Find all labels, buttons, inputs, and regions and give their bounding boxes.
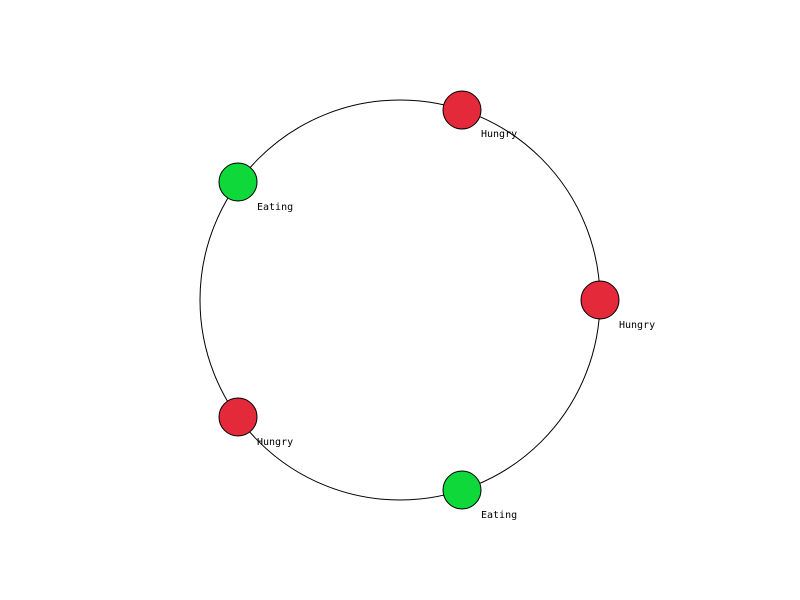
philosopher-3-state-label: Hungry <box>257 437 293 448</box>
philosopher-1-node <box>442 90 482 130</box>
philosopher-0-node <box>580 280 620 320</box>
philosopher-4-state-label: Eating <box>481 510 517 521</box>
philosopher-1: Hungry <box>442 90 517 140</box>
philosopher-4-node <box>442 470 482 510</box>
philosopher-4: Eating <box>442 470 517 521</box>
philosopher-0-state-label: Hungry <box>619 320 655 331</box>
philosopher-3: Hungry <box>218 397 293 448</box>
philosopher-2-node <box>218 162 258 202</box>
philosopher-1-state-label: Hungry <box>481 129 517 140</box>
philosopher-2-state-label: Eating <box>257 202 293 213</box>
philosopher-0: Hungry <box>580 280 655 331</box>
philosopher-3-node <box>218 397 258 437</box>
philosopher-2: Eating <box>218 162 293 213</box>
